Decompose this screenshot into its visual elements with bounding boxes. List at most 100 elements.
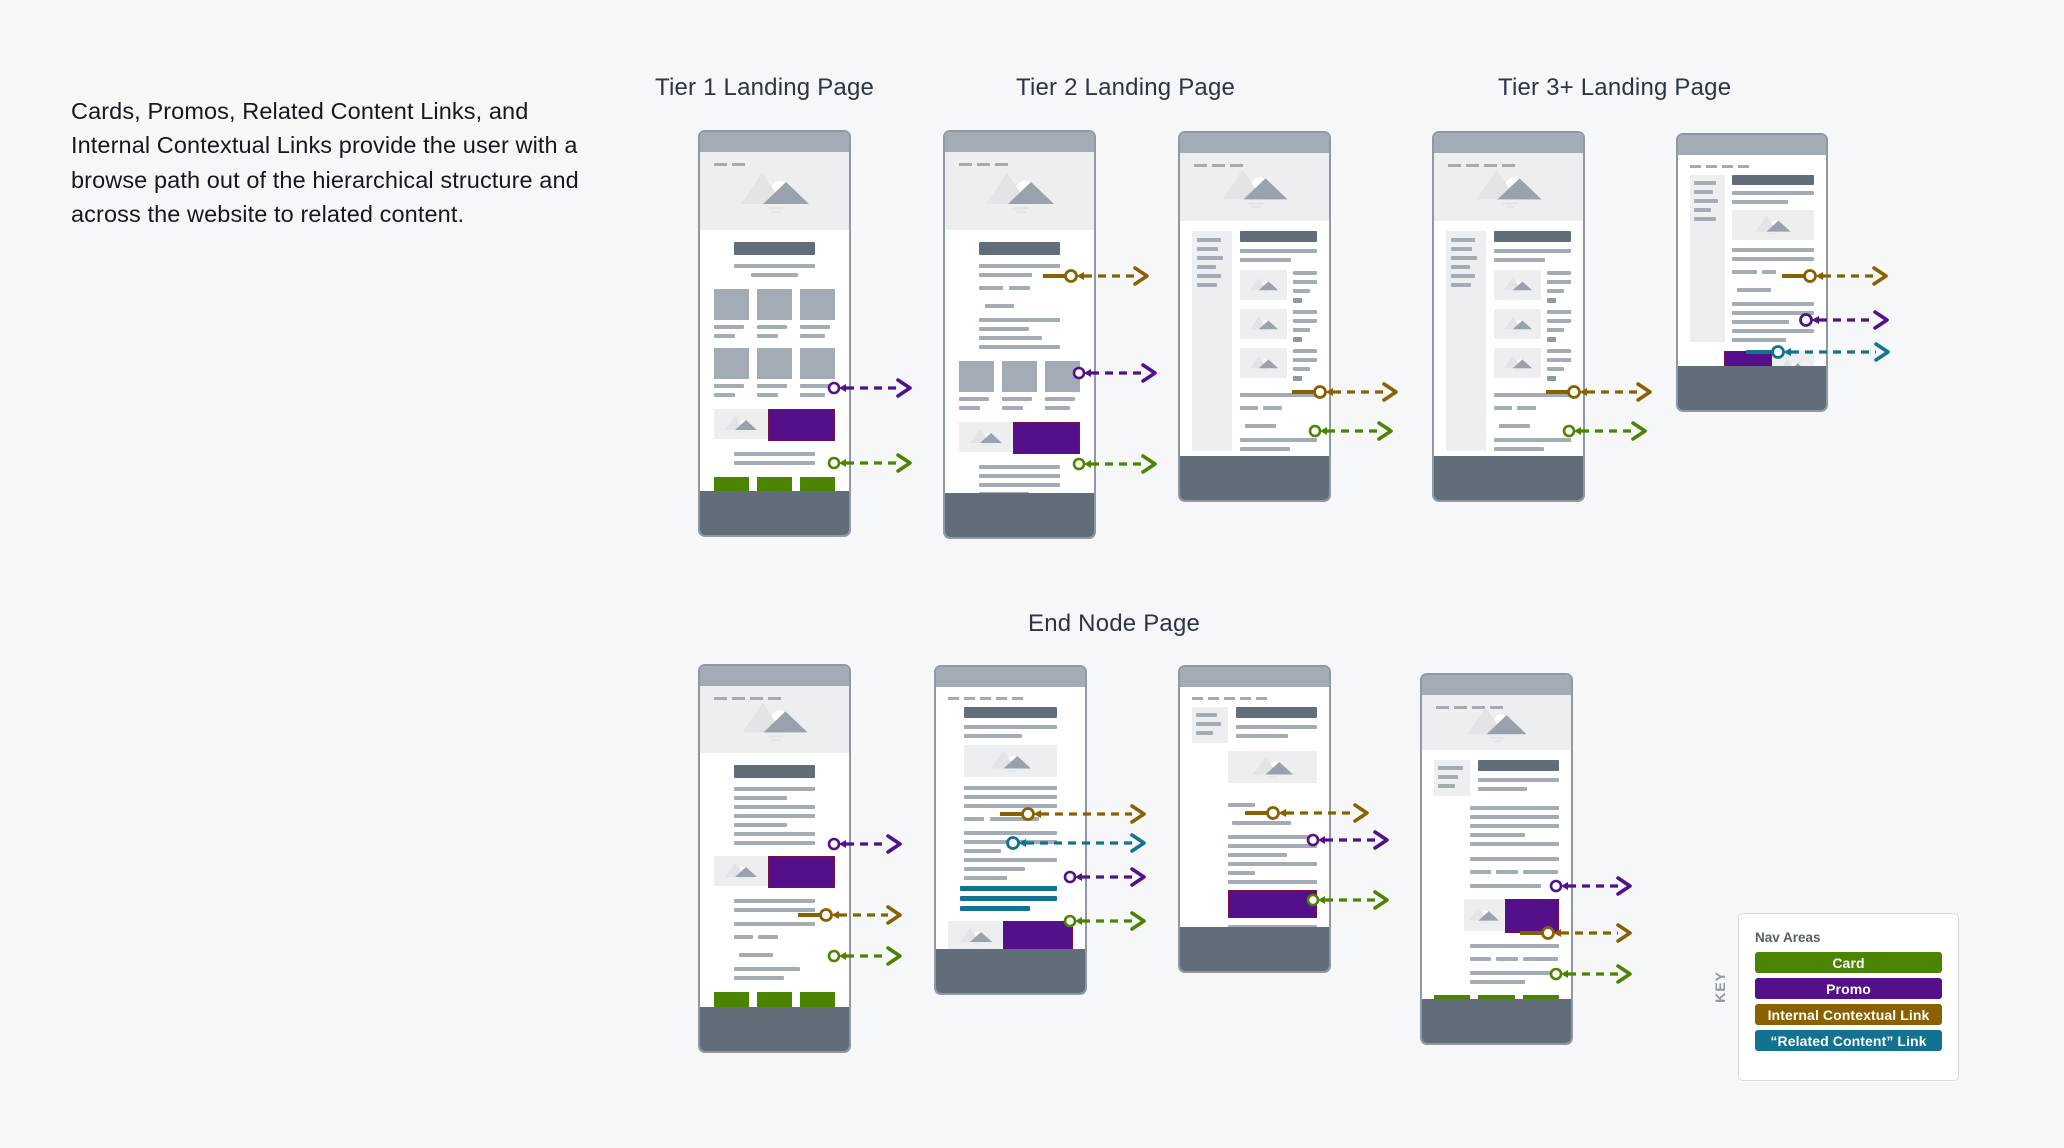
related-content-link[interactable] (960, 886, 1057, 891)
connector-card-tier3-a (1561, 419, 1651, 443)
internal-contextual-link-line[interactable] (734, 967, 801, 971)
connector-internal-link-tier2-b (1292, 380, 1402, 404)
internal-contextual-link-line[interactable] (979, 336, 1043, 340)
promo-block[interactable] (1228, 890, 1317, 918)
connector-card-tier2-b (1307, 419, 1397, 443)
promo-block[interactable] (959, 422, 1080, 454)
body-text-block (979, 264, 1060, 349)
page-mockup-tier3-b[interactable] (1676, 133, 1828, 412)
phone-screen (1180, 153, 1329, 456)
key-item-internal-contextual-link[interactable]: Internal Contextual Link (1755, 1004, 1942, 1025)
list-item[interactable] (1494, 270, 1571, 303)
phone-footer (700, 491, 849, 535)
promo-image (1464, 899, 1505, 931)
promo-swatch[interactable] (1003, 921, 1073, 949)
key-item-related-content-link[interactable]: “Related Content” Link (1755, 1030, 1942, 1051)
phone-footer (1434, 456, 1583, 500)
page-mockup-tier3-a[interactable] (1432, 131, 1585, 502)
related-content-block[interactable] (960, 886, 1057, 911)
phone-notch (1422, 675, 1571, 695)
page-mockup-endnode-c[interactable] (1178, 665, 1331, 973)
promo-block[interactable] (714, 409, 835, 441)
promo-swatch[interactable] (1228, 890, 1317, 918)
related-content-link[interactable] (960, 906, 1030, 911)
promo-block[interactable] (714, 856, 835, 888)
connector-internal-link-endnode-a (798, 903, 906, 927)
breadcrumb (714, 163, 745, 166)
list-item[interactable] (1494, 309, 1571, 342)
connector-card-endnode-a (826, 944, 906, 968)
connector-related-content-endnode-b (1005, 831, 1150, 855)
sidebar-nav[interactable] (1446, 231, 1486, 451)
internal-contextual-link-line[interactable] (1494, 438, 1571, 442)
phone-screen (1434, 153, 1583, 456)
body-text-block (734, 787, 815, 845)
card-row[interactable] (714, 477, 835, 491)
promo-swatch[interactable] (1012, 422, 1080, 454)
card-swatch[interactable] (757, 992, 792, 1007)
key-heading: Nav Areas (1755, 930, 1821, 945)
connector-internal-link-tier2-a (1043, 264, 1153, 288)
page-mockup-tier2-a[interactable] (943, 130, 1096, 539)
phone-footer (1180, 456, 1329, 500)
phone-footer (1678, 366, 1826, 410)
card-swatch[interactable] (1478, 995, 1515, 999)
card-swatch[interactable] (1434, 995, 1471, 999)
sidebar-nav[interactable] (1192, 707, 1228, 743)
section-title-tier3: Tier 3+ Landing Page (1498, 74, 1732, 101)
promo-block[interactable] (948, 921, 1073, 949)
key-item-card[interactable]: Card (1755, 952, 1942, 973)
internal-contextual-link-line[interactable] (1470, 971, 1559, 975)
internal-contextual-link-line[interactable] (1228, 871, 1255, 875)
phone-footer (1422, 999, 1571, 1043)
card-swatch[interactable] (800, 992, 835, 1007)
promo-swatch[interactable] (767, 856, 835, 888)
internal-contextual-link-line[interactable] (964, 849, 1002, 853)
hero-banner (1434, 153, 1583, 221)
sidebar-nav[interactable] (1192, 231, 1232, 451)
sidebar-nav[interactable] (1690, 175, 1725, 342)
image-placeholder-icon (1472, 165, 1546, 209)
image-placeholder-icon (738, 698, 812, 742)
connector-promo-endnode-c (1305, 828, 1393, 852)
phone-notch (936, 667, 1085, 687)
body-text-block (1228, 794, 1317, 884)
connector-promo-endnode-d (1548, 874, 1636, 898)
page-mockup-tier2-b[interactable] (1178, 131, 1331, 502)
card-swatch[interactable] (714, 477, 749, 491)
related-content-link[interactable] (960, 896, 1057, 901)
page-mockup-tier1-a[interactable] (698, 130, 851, 537)
connector-card-endnode-d (1548, 962, 1636, 986)
section-title-tier2: Tier 2 Landing Page (1016, 74, 1236, 101)
phone-notch (945, 132, 1094, 152)
hero-banner (1422, 695, 1571, 750)
internal-contextual-link-line[interactable] (1732, 320, 1790, 324)
internal-contextual-link-line[interactable] (1240, 438, 1317, 442)
card-swatch[interactable] (800, 477, 835, 491)
card-swatch[interactable] (714, 992, 749, 1007)
promo-image (948, 921, 1004, 949)
key-legend: KEY Nav Areas Card Promo Internal Contex… (1712, 913, 1959, 1081)
page-title-bar (734, 765, 815, 778)
breadcrumb (1690, 165, 1814, 168)
connector-internal-link-endnode-b (1000, 802, 1150, 826)
list-item[interactable] (1240, 309, 1317, 342)
body-text-block (1494, 393, 1571, 451)
list-item[interactable] (1240, 348, 1317, 381)
card-row[interactable] (714, 992, 835, 1007)
list-item[interactable] (1240, 270, 1317, 303)
page-title-bar (1494, 231, 1571, 242)
page-mockup-endnode-a[interactable] (698, 664, 851, 1053)
page-mockup-endnode-b[interactable] (934, 665, 1087, 995)
promo-swatch[interactable] (767, 409, 835, 441)
card-row[interactable] (1434, 995, 1559, 999)
key-item-promo[interactable]: Promo (1755, 978, 1942, 999)
page-mockup-endnode-d[interactable] (1420, 673, 1573, 1045)
sidebar-nav[interactable] (1434, 760, 1470, 796)
card-swatch[interactable] (757, 477, 792, 491)
page-title-bar (1478, 760, 1559, 771)
list-item[interactable] (1494, 348, 1571, 381)
image-placeholder-icon (1218, 165, 1292, 209)
card-swatch[interactable] (1522, 995, 1559, 999)
